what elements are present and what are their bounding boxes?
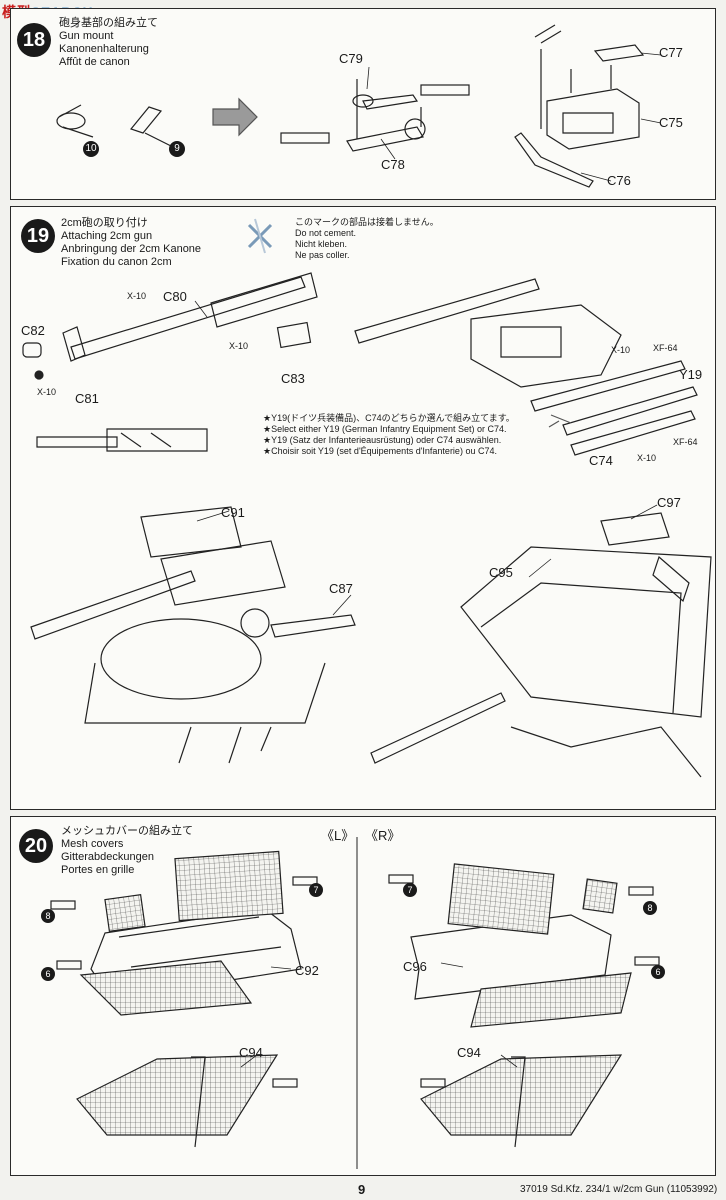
step-20-title: メッシュカバーの組み立て Mesh covers Gitterabdeckung…: [61, 825, 193, 877]
select-fr: ★Choisir soit Y19 (set d'Équipements d'I…: [263, 446, 497, 456]
title-jp: メッシュカバーの組み立て: [61, 825, 193, 837]
step-19-title: 2cm砲の取り付け Attaching 2cm gun Anbringung d…: [61, 217, 201, 269]
note-de: Nicht kleben.: [295, 239, 348, 249]
step-18-drawing: [56, 24, 662, 188]
title-fr: Fixation du canon 2cm: [61, 256, 172, 268]
step-18-title: 砲身基部の組み立て Gun mount Kanonenhalterung Aff…: [59, 17, 158, 69]
step-19-panel: 19 2cm砲の取り付け Attaching 2cm gun Anbringun…: [10, 206, 716, 810]
step-19-drawing: [22, 218, 712, 778]
step-18-panel: 18 砲身基部の組み立て Gun mount Kanonenhalterung …: [10, 8, 716, 200]
select-en: ★Select either Y19 (German Infantry Equi…: [263, 424, 507, 434]
callout-r6: 6: [651, 965, 665, 979]
part-c79-label: C79: [339, 51, 363, 66]
title-de: Anbringung der 2cm Kanone: [61, 243, 202, 255]
paint-xf64-label-2: XF-64: [673, 437, 698, 447]
paint-x10-label: X-10: [127, 291, 147, 301]
left-side-mark: 《L》: [321, 828, 355, 843]
select-de: ★Y19 (Satz der Infanterieausrüstung) ode…: [263, 435, 502, 445]
part-c74-label: C74: [589, 453, 613, 468]
callout-9: 9: [169, 141, 185, 157]
select-jp: ★Y19(ドイツ兵装備品)、C74のどちらか選んで組み立てます。: [263, 413, 515, 423]
callout-l7: 7: [309, 883, 323, 897]
part-c95-label: C95: [489, 565, 513, 580]
callout-l8: 8: [41, 909, 55, 923]
title-fr: Portes en grille: [61, 864, 135, 876]
select-note: ★Y19(ドイツ兵装備品)、C74のどちらか選んで組み立てます。 ★Select…: [263, 413, 515, 457]
part-y19-label: Y19: [679, 367, 703, 382]
title-jp: 2cm砲の取り付け: [61, 217, 148, 229]
part-c94-left-label: C94: [239, 1045, 263, 1060]
part-c83-label: C83: [281, 371, 305, 386]
no-cement-icon: [247, 218, 273, 254]
part-c76-label: C76: [607, 173, 631, 188]
note-en: Do not cement.: [295, 228, 357, 238]
step-18-number: 18: [17, 23, 51, 57]
catalog-footer: 37019 Sd.Kfz. 234/1 w/2cm Gun (11053992): [520, 1184, 718, 1195]
title-fr: Affût de canon: [59, 56, 130, 68]
paint-x10-label-4: X-10: [611, 345, 631, 355]
title-jp: 砲身基部の組み立て: [59, 17, 158, 29]
part-c87-label: C87: [329, 581, 353, 596]
page-number: 9: [358, 1182, 366, 1197]
title-en: Gun mount: [59, 30, 114, 42]
part-c92-label: C92: [295, 963, 319, 978]
paint-xf64-label: XF-64: [653, 343, 678, 353]
part-c91-label: C91: [221, 505, 245, 520]
callout-r8: 8: [643, 901, 657, 915]
paint-x10-label-3: X-10: [37, 387, 57, 397]
title-de: Gitterabdeckungen: [61, 851, 154, 863]
part-c77-label: C77: [659, 45, 683, 60]
paint-x10-label-2: X-10: [229, 341, 249, 351]
part-c81-label: C81: [75, 391, 99, 406]
part-c75-label: C75: [659, 115, 683, 130]
right-side-mark: 《R》: [365, 828, 401, 843]
paint-x10-label-5: X-10: [637, 453, 657, 463]
callout-10: 10: [83, 141, 99, 157]
part-c94-right-label: C94: [457, 1045, 481, 1060]
note-fr: Ne pas coller.: [295, 250, 350, 260]
part-c78-label: C78: [381, 157, 405, 172]
step-19-number: 19: [21, 219, 55, 253]
part-c80-label: C80: [163, 289, 187, 304]
step-20-drawing: [50, 837, 660, 1169]
part-c82-label: C82: [21, 323, 45, 338]
note-jp: このマークの部品は接着しません。: [295, 217, 439, 227]
part-c96-label: C96: [403, 959, 427, 974]
title-en: Mesh covers: [61, 838, 124, 850]
title-de: Kanonenhalterung: [59, 43, 149, 55]
callout-l6: 6: [41, 967, 55, 981]
title-en: Attaching 2cm gun: [61, 230, 153, 242]
no-cement-note: このマークの部品は接着しません。 Do not cement. Nicht kl…: [295, 217, 439, 261]
step-20-number: 20: [19, 829, 53, 863]
step-20-panel: 20 メッシュカバーの組み立て Mesh covers Gitterabdeck…: [10, 816, 716, 1176]
callout-r7: 7: [403, 883, 417, 897]
part-c97-label: C97: [657, 495, 681, 510]
